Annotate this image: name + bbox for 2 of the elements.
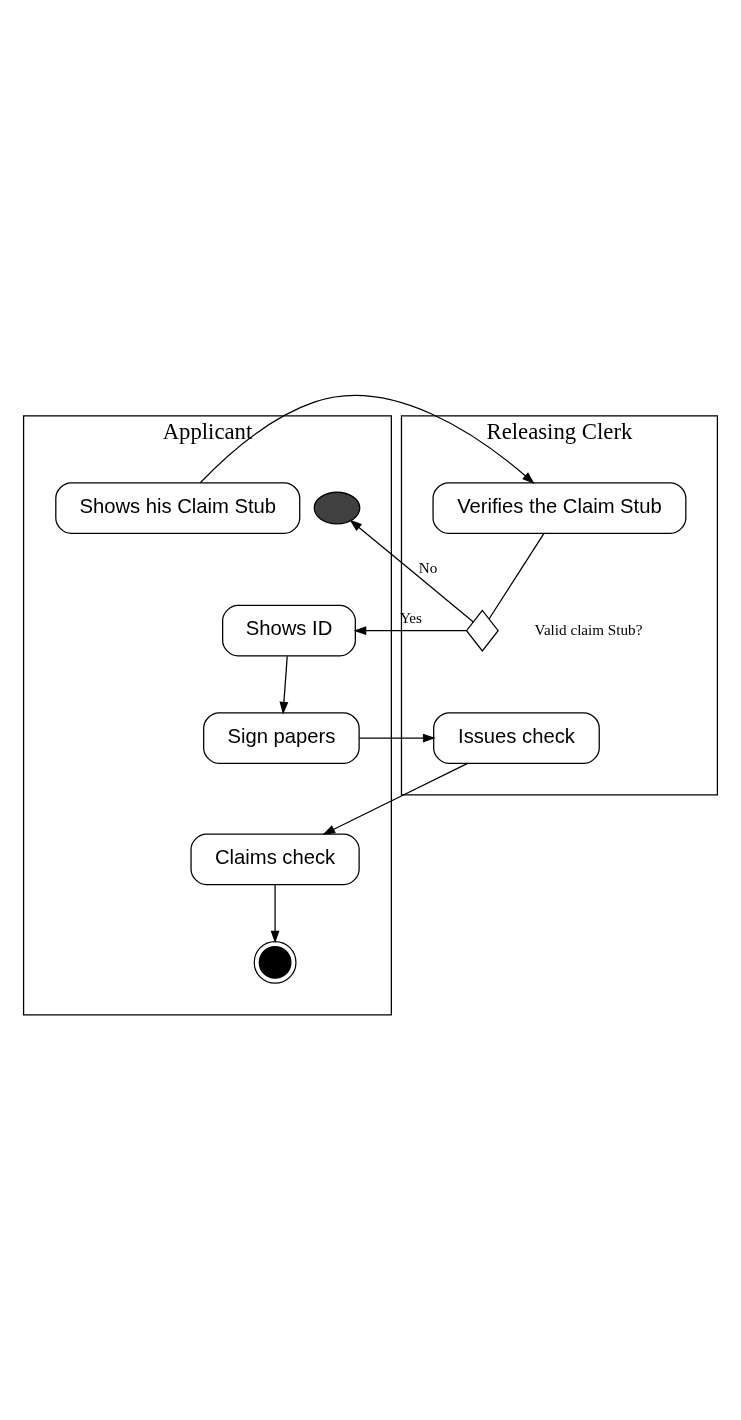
- node-label: Valid claim Stub?: [534, 620, 643, 638]
- edge-label: No: [418, 559, 438, 577]
